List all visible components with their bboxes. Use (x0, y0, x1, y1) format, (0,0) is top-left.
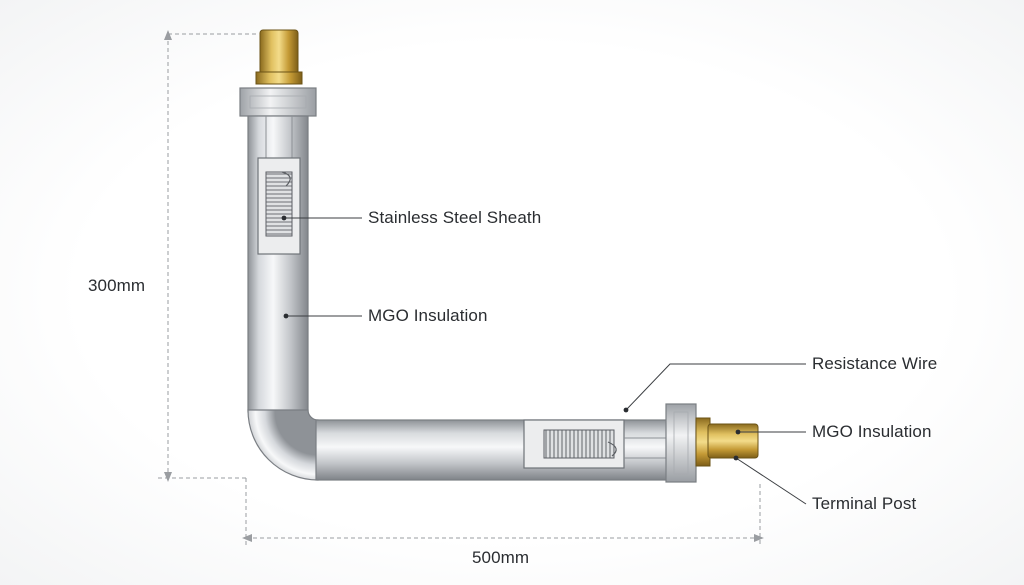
leader-dots (281, 215, 741, 461)
top-terminal-post (255, 29, 303, 85)
top-flange (239, 87, 317, 117)
label-resistance-wire: Resistance Wire (812, 354, 938, 373)
label-stainless-steel-sheath: Stainless Steel Sheath (368, 208, 542, 227)
sheath-bend (247, 409, 319, 481)
leader-resistance-wire (625, 363, 806, 411)
leader-terminal-post (735, 457, 807, 505)
label-mgo-insulation-lower: MGO Insulation (812, 422, 932, 441)
dimension-arrowheads (164, 30, 764, 542)
dimension-lines (158, 33, 761, 546)
right-flange (665, 403, 697, 483)
horizontal-cutaway (523, 419, 668, 469)
label-mgo-insulation-upper: MGO Insulation (368, 306, 488, 325)
right-terminal-post (695, 417, 759, 467)
vertical-cutaway (257, 116, 301, 255)
dimension-label-width: 500mm (472, 548, 530, 567)
leader-lines (284, 217, 807, 505)
dimension-label-height: 300mm (88, 276, 146, 295)
label-terminal-post: Terminal Post (812, 494, 917, 513)
